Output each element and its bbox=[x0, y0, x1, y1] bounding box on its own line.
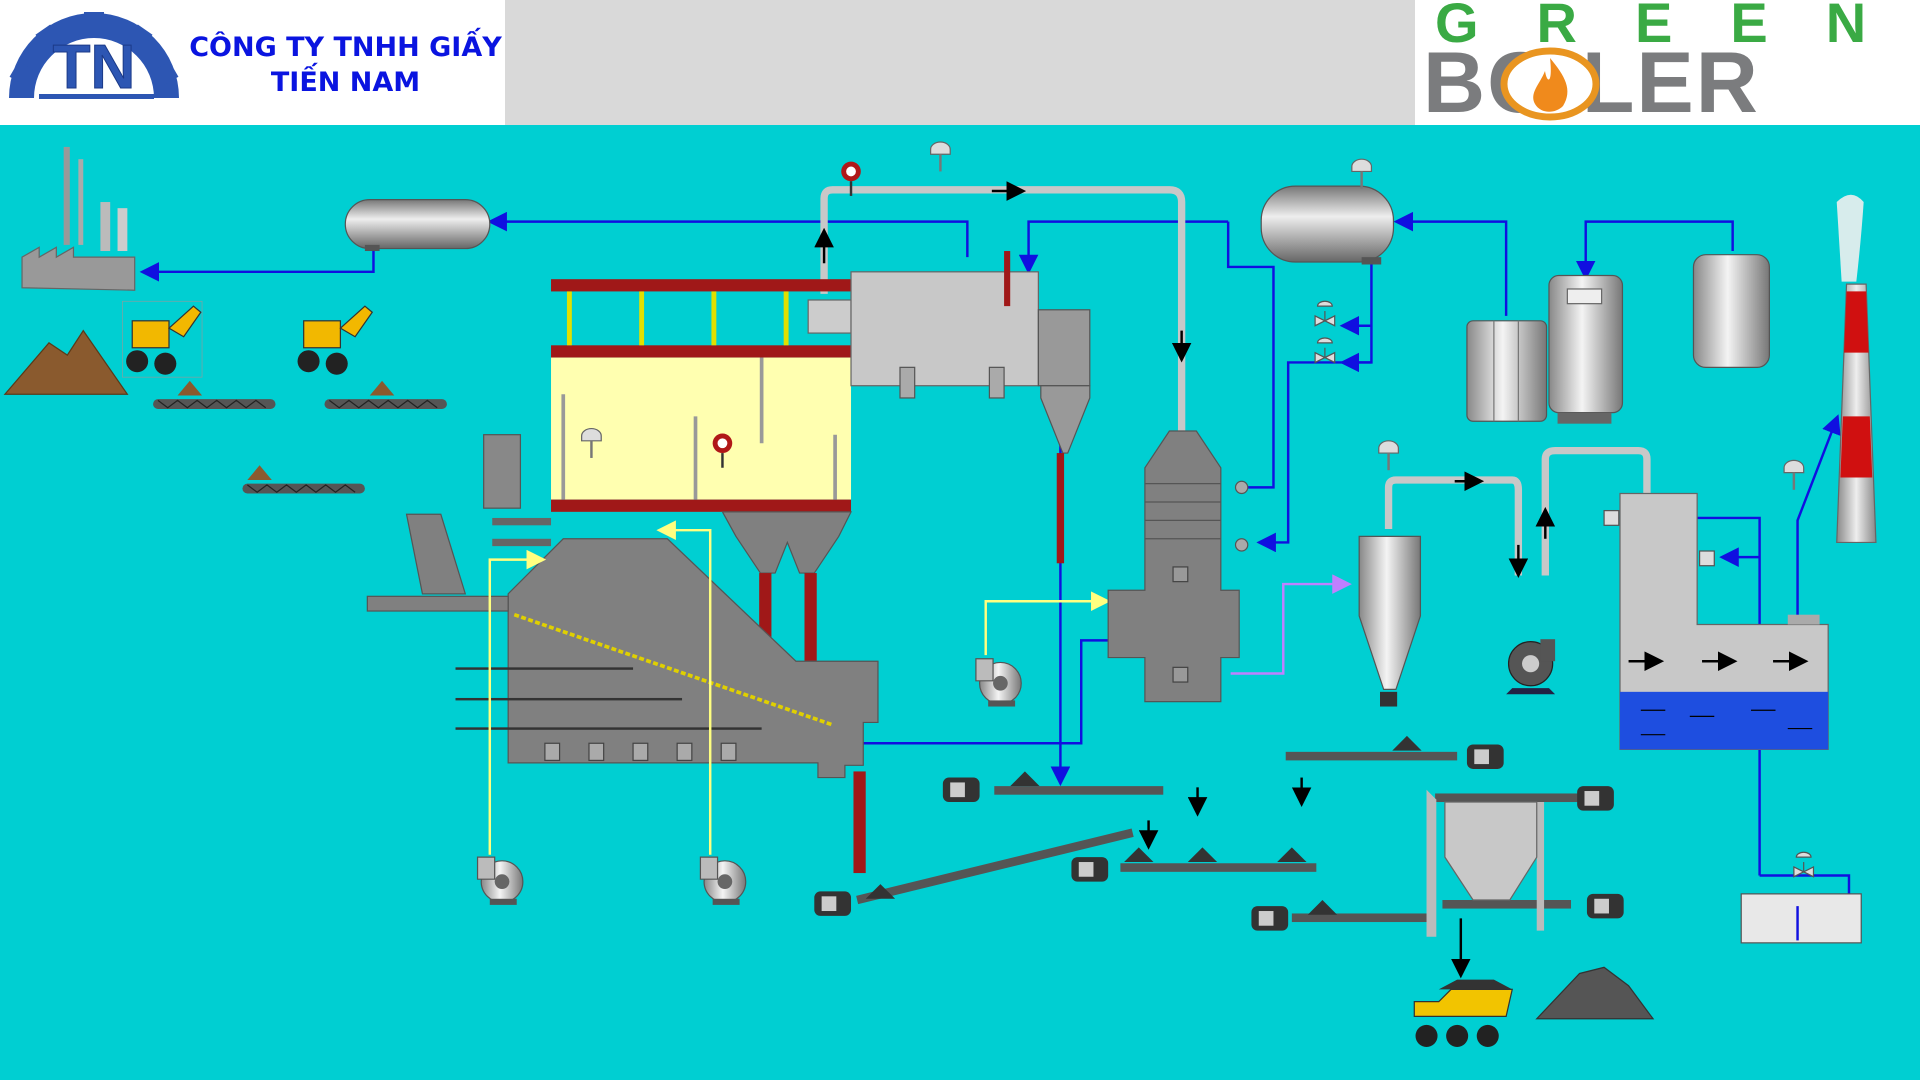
temperature-sensor-icon bbox=[1782, 459, 1805, 492]
air-lines bbox=[488, 520, 1111, 855]
conveyor-motor-icon[interactable] bbox=[1577, 786, 1614, 811]
deaerator-tank bbox=[1260, 185, 1395, 265]
company-logo-icon: TN bbox=[9, 12, 179, 103]
company-brand: TN CÔNG TY TNHH GIẤY TIẾN NAM bbox=[0, 0, 505, 125]
wheel-loader-icon bbox=[297, 305, 374, 375]
conveyor-icon bbox=[152, 398, 277, 410]
fan-icon[interactable] bbox=[975, 658, 1022, 708]
ash-conveyors bbox=[856, 751, 1601, 937]
settling-tank bbox=[1740, 893, 1862, 944]
steam-drum-tank bbox=[344, 198, 491, 252]
company-name-line2: TIẾN NAM bbox=[270, 67, 421, 98]
conveyor-icon bbox=[241, 483, 366, 495]
water-treatment-tanks bbox=[1466, 254, 1771, 424]
header-spacer bbox=[505, 0, 1415, 125]
logo-green-text: GREEN bbox=[1435, 0, 1920, 54]
fuel-pile bbox=[3, 329, 129, 395]
conveyor-motor-icon[interactable] bbox=[1466, 744, 1504, 769]
flue-gas-line bbox=[1230, 574, 1352, 675]
valve-icon[interactable] bbox=[1314, 300, 1336, 327]
valve-icon[interactable] bbox=[1314, 337, 1336, 364]
svg-text:TN: TN bbox=[53, 33, 136, 102]
temperature-sensor-icon bbox=[929, 140, 952, 173]
company-name: CÔNG TY TNHH GIẤY TIẾN NAM bbox=[188, 30, 503, 100]
water-lines bbox=[139, 211, 1851, 894]
fan-icon[interactable] bbox=[476, 856, 524, 906]
conveyor-icon bbox=[323, 398, 448, 410]
flame-icon bbox=[1500, 47, 1600, 121]
chimney-icon bbox=[1836, 194, 1877, 544]
wheel-loader-icon bbox=[122, 300, 203, 378]
fan-icon[interactable] bbox=[699, 856, 747, 906]
id-fan-icon[interactable] bbox=[1506, 639, 1556, 695]
economizer bbox=[1107, 430, 1249, 703]
temperature-sensor-icon bbox=[1377, 439, 1400, 472]
steam-drum bbox=[807, 251, 1091, 564]
conveyor-motor-icon[interactable] bbox=[942, 777, 980, 803]
conveyor-motor-icon[interactable] bbox=[814, 891, 852, 916]
ash-pile bbox=[1535, 966, 1655, 1020]
header: TN CÔNG TY TNHH GIẤY TIẾN NAM GREEN BOIL… bbox=[0, 0, 1920, 126]
valve-icon[interactable] bbox=[1793, 851, 1815, 878]
wet-scrubber bbox=[1603, 492, 1829, 750]
green-boiler-logo: GREEN BOILER bbox=[1415, 0, 1920, 126]
temperature-sensor-icon bbox=[1350, 157, 1373, 190]
factory-icon bbox=[21, 146, 136, 291]
conveyor-motor-icon[interactable] bbox=[1071, 857, 1109, 882]
company-name-line1: CÔNG TY TNHH GIẤY bbox=[189, 32, 502, 63]
boiler-furnace bbox=[366, 279, 879, 874]
dump-truck-icon bbox=[1413, 979, 1514, 1047]
conveyor-motor-icon[interactable] bbox=[1586, 893, 1624, 919]
cyclone-icon bbox=[1358, 535, 1422, 707]
conveyor-motor-icon[interactable] bbox=[1251, 906, 1289, 931]
